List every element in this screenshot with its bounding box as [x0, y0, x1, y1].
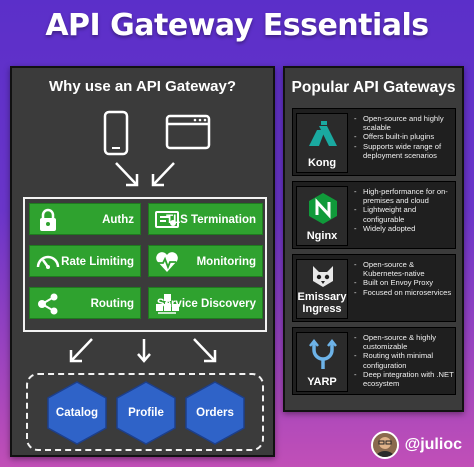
- bullet: Widely adopted: [353, 224, 455, 233]
- page-title: API Gateway Essentials: [45, 8, 429, 43]
- gateway-card-emissary: Emissary Ingress Open-source & Kubernete…: [292, 254, 456, 322]
- arrow-phone-to-gateway: [115, 162, 139, 187]
- speedometer-icon: [36, 255, 60, 269]
- gateway-name: Nginx: [306, 230, 338, 242]
- gateway-card-yarp: YARP Open-source & highly customizable R…: [292, 327, 456, 395]
- certificate-icon: [155, 211, 179, 228]
- emissary-logo-icon: [313, 266, 333, 287]
- service-profile: Profile: [115, 381, 177, 445]
- kong-logo-icon: [309, 121, 337, 146]
- nginx-logo: Nginx: [296, 186, 348, 246]
- bullet: Routing with minimal configuration: [353, 351, 455, 369]
- bullet: Focused on microservices: [353, 288, 455, 297]
- feature-label: Rate Limiting: [61, 256, 134, 268]
- service-label: Orders: [196, 407, 234, 419]
- handle-text: @julioc: [404, 436, 462, 453]
- feature-routing: Routing: [29, 287, 141, 319]
- kong-logo: Kong: [296, 113, 348, 173]
- feature-monitoring: Monitoring: [148, 245, 263, 277]
- why-use-panel: Why use an API Gateway? Authz: [10, 66, 275, 457]
- feature-service-discovery: Service Discovery: [148, 287, 263, 319]
- heartbeat-icon: [156, 252, 178, 272]
- service-label: Catalog: [55, 407, 99, 419]
- yarp-logo: YARP: [296, 332, 348, 392]
- gateway-card-kong: Kong Open-source and highly scalable Off…: [292, 108, 456, 176]
- mobile-phone-icon: [103, 110, 129, 156]
- feature-label: Monitoring: [196, 256, 256, 268]
- feature-label: TLS Termination: [166, 214, 256, 226]
- gateway-features-box: Authz TLS Termination Rate Limiting: [23, 197, 267, 332]
- bullet: Open-source & Kubernetes-native: [353, 260, 455, 278]
- nginx-logo-icon: [309, 193, 337, 224]
- author-handle[interactable]: @julioc: [370, 431, 462, 459]
- bullet: Supports wide range of deployment scenar…: [353, 142, 455, 160]
- arrow-browser-to-gateway: [151, 162, 175, 187]
- feature-label: Authz: [102, 214, 134, 226]
- popular-gateways-title: Popular API Gateways: [291, 79, 456, 96]
- padlock-icon: [40, 208, 56, 231]
- popular-gateways-panel: Popular API Gateways Kong Open-source an…: [283, 66, 464, 412]
- gateway-name: Emissary Ingress: [297, 291, 347, 315]
- gateway-name: YARP: [307, 376, 337, 388]
- gateway-bullets: Open-source & Kubernetes-native Built on…: [353, 260, 455, 297]
- gateway-bullets: Open-source & highly customizable Routin…: [353, 333, 455, 388]
- feature-label: Service Discovery: [156, 298, 256, 310]
- bullet: Offers built-in plugins: [353, 132, 455, 141]
- arrow-to-profile: [137, 339, 151, 363]
- bullet: Open-source and highly scalable: [353, 114, 455, 132]
- gateway-bullets: Open-source and highly scalable Offers b…: [353, 114, 455, 160]
- feature-label: Routing: [90, 298, 134, 310]
- bullet: Open-source & highly customizable: [353, 333, 455, 351]
- feature-rate-limiting: Rate Limiting: [29, 245, 141, 277]
- feature-authz: Authz: [29, 203, 141, 235]
- browser-window-icon: [165, 114, 211, 150]
- network-cubes-icon: [156, 294, 179, 314]
- gateway-card-nginx: Nginx High-performance for on-premises a…: [292, 181, 456, 249]
- bullet: Lightweight and configurable: [353, 205, 455, 223]
- bullet: Deep integration with .NET ecosystem: [353, 370, 455, 388]
- emissary-logo: Emissary Ingress: [296, 259, 348, 319]
- why-use-title: Why use an API Gateway?: [49, 78, 236, 95]
- service-label: Profile: [128, 407, 164, 419]
- gateway-name: Kong: [307, 157, 337, 169]
- gateway-bullets: High-performance for on-premises and clo…: [353, 187, 455, 233]
- avatar: [370, 431, 399, 459]
- service-orders: Orders: [184, 381, 246, 445]
- arrow-to-orders: [193, 338, 217, 363]
- share-nodes-icon: [38, 293, 58, 315]
- service-catalog: Catalog: [46, 381, 108, 445]
- services-box: Catalog Profile Orders: [26, 373, 264, 451]
- bullet: High-performance for on-premises and clo…: [353, 187, 455, 205]
- bullet: Built on Envoy Proxy: [353, 278, 455, 287]
- feature-tls-termination: TLS Termination: [148, 203, 263, 235]
- yarp-logo-icon: [309, 338, 337, 369]
- arrow-to-catalog: [69, 338, 93, 363]
